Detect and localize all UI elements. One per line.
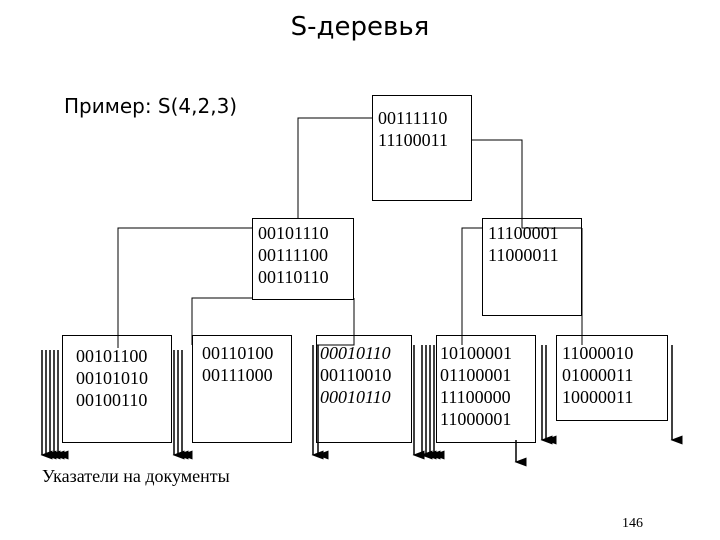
leaf-3-keys: 00010110 00110010 00010110 (320, 342, 391, 408)
leaf-2-key-1: 00110100 (202, 343, 274, 363)
root-key-1: 00111110 (378, 108, 448, 128)
leaf-1-key-3: 00100110 (76, 390, 148, 410)
leaf-5-keys: 11000010 01000011 10000011 (562, 342, 633, 408)
leaf-node-4 (436, 335, 536, 443)
mid-right-node (482, 218, 582, 316)
mid-left-node (252, 218, 354, 300)
leaf-3-key-2: 00110010 (320, 365, 392, 385)
mid-left-node-keys: 00101110 00111100 00110110 (258, 222, 329, 288)
page-number: 146 (622, 516, 643, 531)
leaf-5-key-3: 10000011 (562, 387, 634, 407)
leaf-4-key-3: 11100000 (440, 387, 511, 407)
mid-left-key-3: 00110110 (258, 267, 329, 287)
connector-midleft-leaf3 (316, 298, 355, 346)
connector-midleft-leaf1 (117, 227, 252, 348)
leaf-4-key-4: 11000001 (440, 409, 512, 429)
leaf-1-key-2: 00101010 (76, 368, 148, 388)
example-label: Пример: S(4,2,3) (64, 94, 238, 118)
connector-midright-leaf4 (461, 227, 482, 345)
leaf-node-3 (316, 335, 412, 443)
mid-left-key-2: 00111100 (258, 245, 328, 265)
leaf-3-key-1: 00010110 (320, 343, 391, 363)
root-node-keys: 00111110 11100011 (378, 107, 448, 151)
connector-root-right (472, 139, 582, 229)
leaf-2-keys: 00110100 00111000 (202, 342, 273, 386)
connector-midleft-leaf2 (191, 297, 252, 345)
mid-right-key-1: 11100001 (488, 223, 559, 243)
leaf-4-keys: 10100001 01100001 11100000 11000001 (440, 342, 512, 430)
leaf-5-key-2: 01000011 (562, 365, 634, 385)
leaf-1-keys: 00101100 00101010 00100110 (76, 345, 148, 411)
leaf-5-key-1: 11000010 (562, 343, 634, 363)
leaf-node-5 (556, 335, 668, 421)
mid-left-key-1: 00101110 (258, 223, 329, 243)
connector-root-left (297, 117, 372, 218)
leaf-2-key-2: 00111000 (202, 365, 273, 385)
leaf-node-2 (192, 335, 292, 443)
document-pointers-caption: Указатели на документы (42, 466, 230, 486)
mid-right-key-2: 11000011 (488, 245, 559, 265)
leaf-3-key-3: 00010110 (320, 387, 391, 407)
leaf-4-key-2: 01100001 (440, 365, 512, 385)
leaf-node-1 (62, 335, 172, 443)
root-node (372, 95, 472, 201)
mid-right-node-keys: 11100001 11000011 (488, 222, 559, 266)
slide-title: S-деревья (290, 12, 430, 42)
leaf-1-key-1: 00101100 (76, 346, 148, 366)
leaf-4-key-1: 10100001 (440, 343, 512, 363)
root-key-2: 11100011 (378, 130, 448, 150)
